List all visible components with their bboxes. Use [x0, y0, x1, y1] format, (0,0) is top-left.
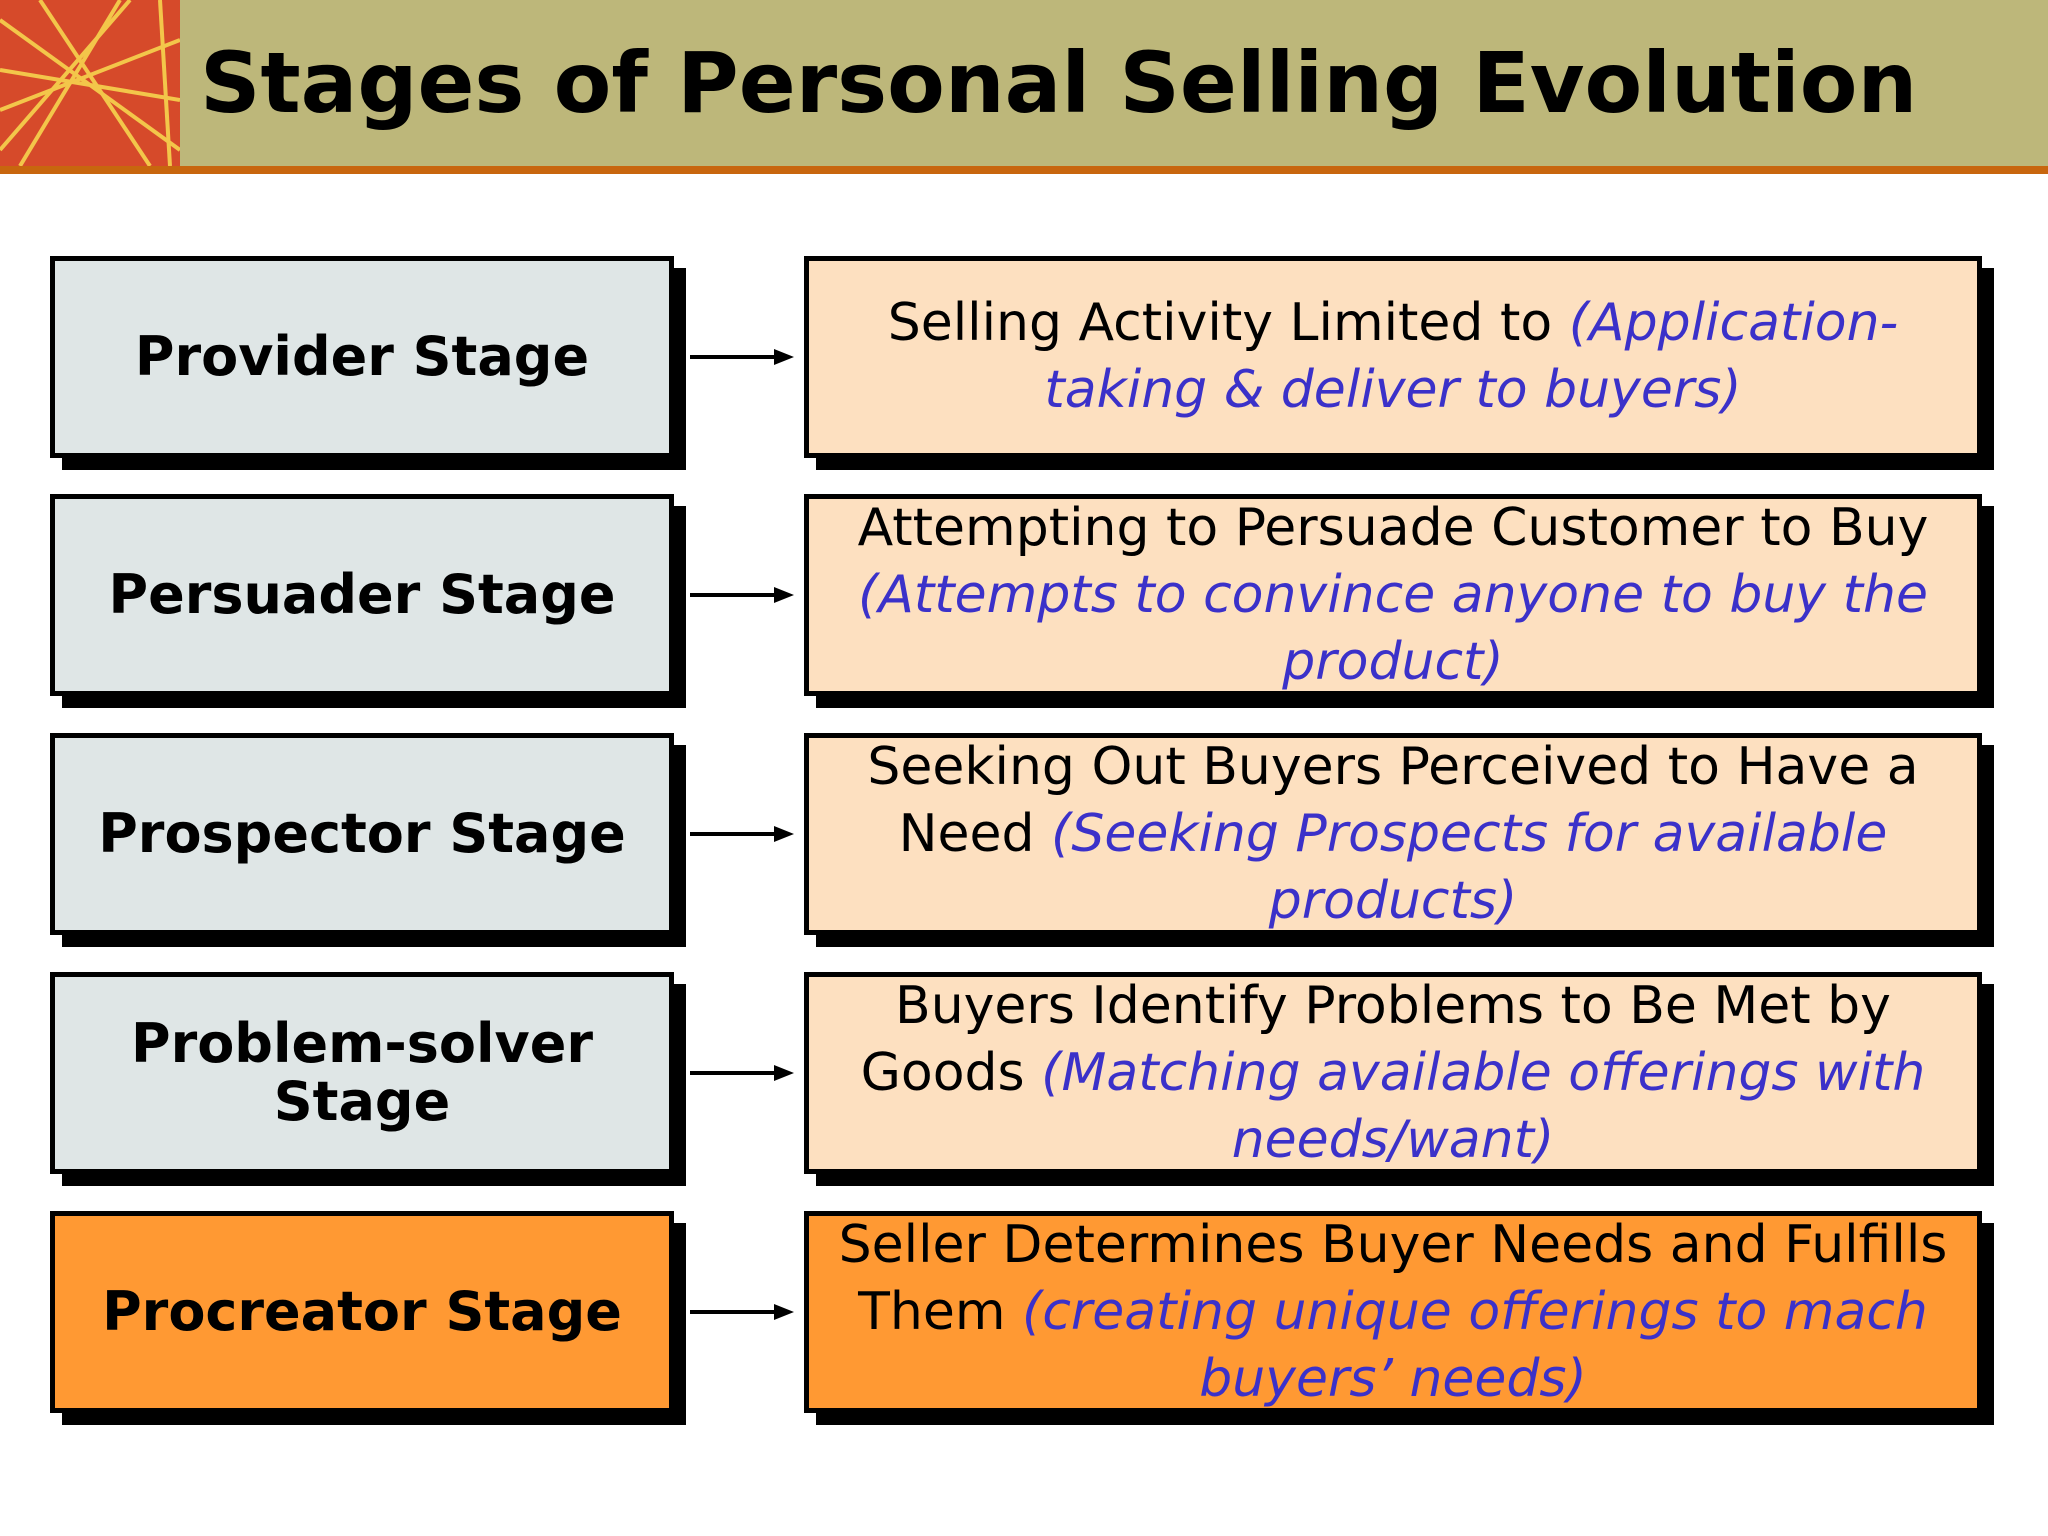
stage-label: Prospector Stage [98, 802, 626, 865]
arrow-right-icon [690, 349, 794, 365]
arrow-right-icon [690, 1065, 794, 1081]
description-main: Buyers Identify Problems to Be Met by Go… [860, 975, 1891, 1103]
stage-box: Provider Stage [50, 256, 674, 458]
description-main: Selling Activity Limited to [887, 293, 1553, 353]
header-band [0, 0, 2048, 166]
arrow-right-icon [690, 1304, 794, 1320]
stage-box: Procreator Stage [50, 1211, 674, 1413]
description-box: Seeking Out Buyers Perceived to Have a N… [804, 733, 1982, 935]
header-rule [0, 166, 2048, 174]
description-main: Attempting to Persuade Customer to Buy [857, 497, 1929, 558]
description-box: Seller Determines Buyer Needs and Fulfil… [804, 1211, 1982, 1413]
description-box: Selling Activity Limited to (Application… [804, 256, 1982, 458]
description-detail: (Application-taking & deliver to buyers) [1044, 293, 1899, 420]
description-box: Buyers Identify Problems to Be Met by Go… [804, 972, 1982, 1174]
description-detail: (Seeking Prospects for available product… [1051, 803, 1888, 931]
logo-graphic [0, 0, 180, 166]
stage-label: Procreator Stage [102, 1280, 622, 1343]
stage-label: Provider Stage [134, 325, 590, 388]
description-main: Seeking Out Buyers Perceived to Have a N… [867, 736, 1919, 864]
description-text: Attempting to Persuade Customer to Buy (… [809, 497, 1977, 692]
description-detail: (creating unique offerings to mach buyer… [1022, 1281, 1928, 1409]
description-text: Seeking Out Buyers Perceived to Have a N… [809, 736, 1977, 931]
description-detail: (Matching available offerings with needs… [1041, 1042, 1926, 1170]
arrow-right-icon [690, 587, 794, 603]
arrow-right-icon [690, 826, 794, 842]
stage-box: Persuader Stage [50, 494, 674, 696]
description-text: Seller Determines Buyer Needs and Fulfil… [809, 1214, 1977, 1409]
description-text: Selling Activity Limited to (Application… [809, 290, 1977, 424]
stage-label: Persuader Stage [108, 563, 616, 626]
description-box: Attempting to Persuade Customer to Buy (… [804, 494, 1982, 696]
page-title: Stages of Personal Selling Evolution [200, 34, 1918, 132]
stage-box: Problem-solver Stage [50, 972, 674, 1174]
stage-box: Prospector Stage [50, 733, 674, 935]
description-text: Buyers Identify Problems to Be Met by Go… [809, 975, 1977, 1170]
description-detail: (Attempts to convince anyone to buy the … [858, 564, 1928, 692]
description-main: Seller Determines Buyer Needs and Fulfil… [838, 1214, 1948, 1342]
stage-label: Problem-solver Stage [131, 1012, 593, 1133]
